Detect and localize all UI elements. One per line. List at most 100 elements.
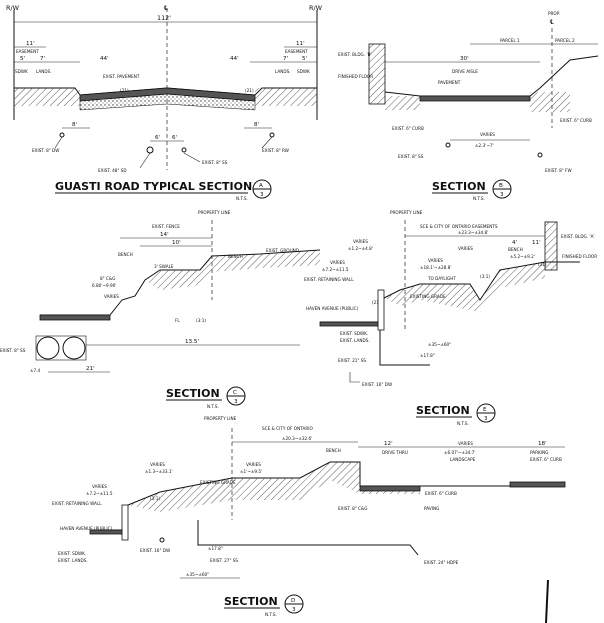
exist-ground-c: EXIST. GROUND [266, 248, 299, 253]
varies-3-e: ±5.2~±9.2' [510, 254, 535, 259]
section-a-letter: A [259, 183, 263, 189]
bldg-a-e: EXIST. BLDG. 'A' [561, 234, 595, 239]
easement-d: SCE & CITY OF ONTARIO [262, 426, 313, 431]
haven-d: HAVEN AVENUE (PUBLIC) [60, 526, 113, 531]
rw-right-label: R/W [309, 4, 323, 12]
section-a-title: GUASTI ROAD TYPICAL SECTION [55, 180, 252, 193]
sd-pipe [146, 146, 154, 154]
pavement-e [319, 321, 379, 327]
w18-d: 18' [538, 441, 547, 447]
fw-8-b: EXIST. 8" FW [545, 168, 572, 173]
ground-d [128, 462, 420, 512]
dw-8-label: EXIST. 8" DW [32, 148, 59, 153]
section-c-title: SECTION [166, 387, 220, 400]
tag-21-left: (21) [120, 88, 129, 93]
varies-b-val-d: ±1'~±9.5' [240, 469, 262, 474]
paving-d: PAVING [424, 506, 439, 511]
pavement-b [419, 95, 531, 102]
pavement-parking [509, 481, 566, 488]
slope-c: (3:1) [196, 318, 206, 323]
w11-e: 11' [532, 240, 541, 246]
bench-left-c: BENCH [118, 252, 133, 257]
curb-left-b: EXIST. 6" CURB [392, 126, 424, 131]
ground-right [255, 88, 317, 106]
varies-a-d: VARIES [150, 462, 165, 467]
dw-16-d: EXIST. 16" DW [140, 548, 170, 553]
easements-e: SCE & CITY OF ONTARIO EASEMENTS [420, 224, 498, 229]
seven-left: 7' [40, 56, 45, 62]
to-daylight-e: TO DAYLIGHT [427, 276, 456, 281]
dim-178-d: ±17.8" [208, 546, 223, 551]
easement-right-width: 11' [296, 41, 305, 47]
dw-16-e: EXIST. 16" DW [362, 382, 392, 387]
section-c-sheet: 3 [234, 399, 238, 405]
pipe-encasement [35, 335, 87, 361]
building-a [544, 221, 558, 271]
sdwk-left-label: SDWK [15, 69, 28, 74]
w135: 13.5' [185, 339, 199, 345]
section-c-scale: N.T.S. [207, 404, 219, 409]
easement-left-label: EASEMENT [16, 49, 39, 54]
dw-pipe-d [159, 537, 165, 543]
leader-ss [183, 152, 201, 163]
ss-pipe [181, 147, 187, 153]
sd-48-label: EXIST. 48" SD [98, 168, 127, 173]
parking-d: PARKING [530, 450, 548, 455]
ground-c [145, 250, 320, 290]
bench-e: BENCH [508, 247, 523, 252]
section-e-title: SECTION [416, 404, 470, 417]
ss-8-b: EXIST. 8" SS [398, 154, 424, 159]
section-b: PROP. ℄ PARCEL 1 PARCEL 2 EXIST. BLDG. '… [338, 11, 599, 201]
lands-d: EXIST. LANDS. [58, 558, 88, 563]
dim-b-e: ±17.8" [420, 353, 435, 358]
ss-left-c: EXIST. 8" SS [0, 348, 26, 353]
varies-d-d: VARIES [92, 484, 107, 489]
landscape-d: LANDSCAPE [450, 457, 476, 462]
ss-8-label: EXIST. 8" SS [202, 160, 228, 165]
half-right: 44' [230, 56, 239, 62]
building-b [368, 43, 386, 105]
fl-c: FL [175, 318, 180, 323]
section-d-title: SECTION [224, 595, 278, 608]
prop-label: PROP. [548, 11, 560, 16]
cg-dim-c: 6.80'~9.90' [92, 283, 116, 288]
dw-pipe [59, 132, 65, 138]
finished-floor-e: FINISHED FLOOR [562, 254, 597, 259]
section-b-title: SECTION [432, 180, 486, 193]
leader-dw [54, 136, 63, 149]
drive-aisle-label: DRIVE AISLE [452, 69, 478, 74]
varies-b-val: ±2.3'~7' [475, 143, 494, 148]
section-a: R/W R/W ℄ 112' 11' 11' EASEMENT EASEMENT… [6, 4, 323, 201]
seven-right: 7' [283, 56, 288, 62]
curb-6-d: EXIST. 6" CURB [530, 457, 562, 462]
retaining-wall-d: EXIST. RETAINING WALL [52, 501, 102, 506]
property-line-c: PROPERTY LINE [198, 210, 231, 215]
pipe-c-left [36, 336, 60, 360]
section-b-sheet: 3 [500, 192, 504, 198]
section-c-letter: C [233, 390, 237, 396]
drive-thru-d: DRIVE THRU [382, 450, 408, 455]
retaining-wall-e: EXIST. RETAINING WALL [304, 277, 354, 282]
eight-right: 8' [254, 122, 259, 128]
swale-c: 3' SWALE [154, 264, 174, 269]
scan-streak [545, 579, 549, 623]
w74: ±7.4 [30, 368, 41, 373]
haven-e: HAVEN AVENUE (PUBLIC) [306, 306, 359, 311]
varies-4-val-e: ±18.1'~±28.8' [420, 265, 451, 270]
section-b-scale: N.T.S. [473, 196, 485, 201]
varies-1-e: VARIES [353, 239, 368, 244]
eight-left: 8' [72, 122, 77, 128]
sdwk-e: EXIST. SDWK. [340, 331, 368, 336]
section-e-sheet: 3 [484, 416, 488, 422]
varies-c-val-d: ±6.07'~±34.7' [444, 450, 475, 455]
retaining-wall-e-shape [377, 289, 385, 331]
easement-left-width: 11' [26, 41, 35, 47]
w21: 21' [86, 366, 95, 372]
pipe-run-d [197, 520, 419, 556]
total-e: ±23.3~±34.8' [458, 230, 488, 235]
section-d-letter: D [291, 598, 295, 604]
section-d: PROPERTY LINE SCE & CITY OF ONTARIO ±20.… [52, 416, 566, 617]
varies-4-e: VARIES [428, 258, 443, 263]
exist-27-d: EXIST. 27" SS [210, 558, 238, 563]
